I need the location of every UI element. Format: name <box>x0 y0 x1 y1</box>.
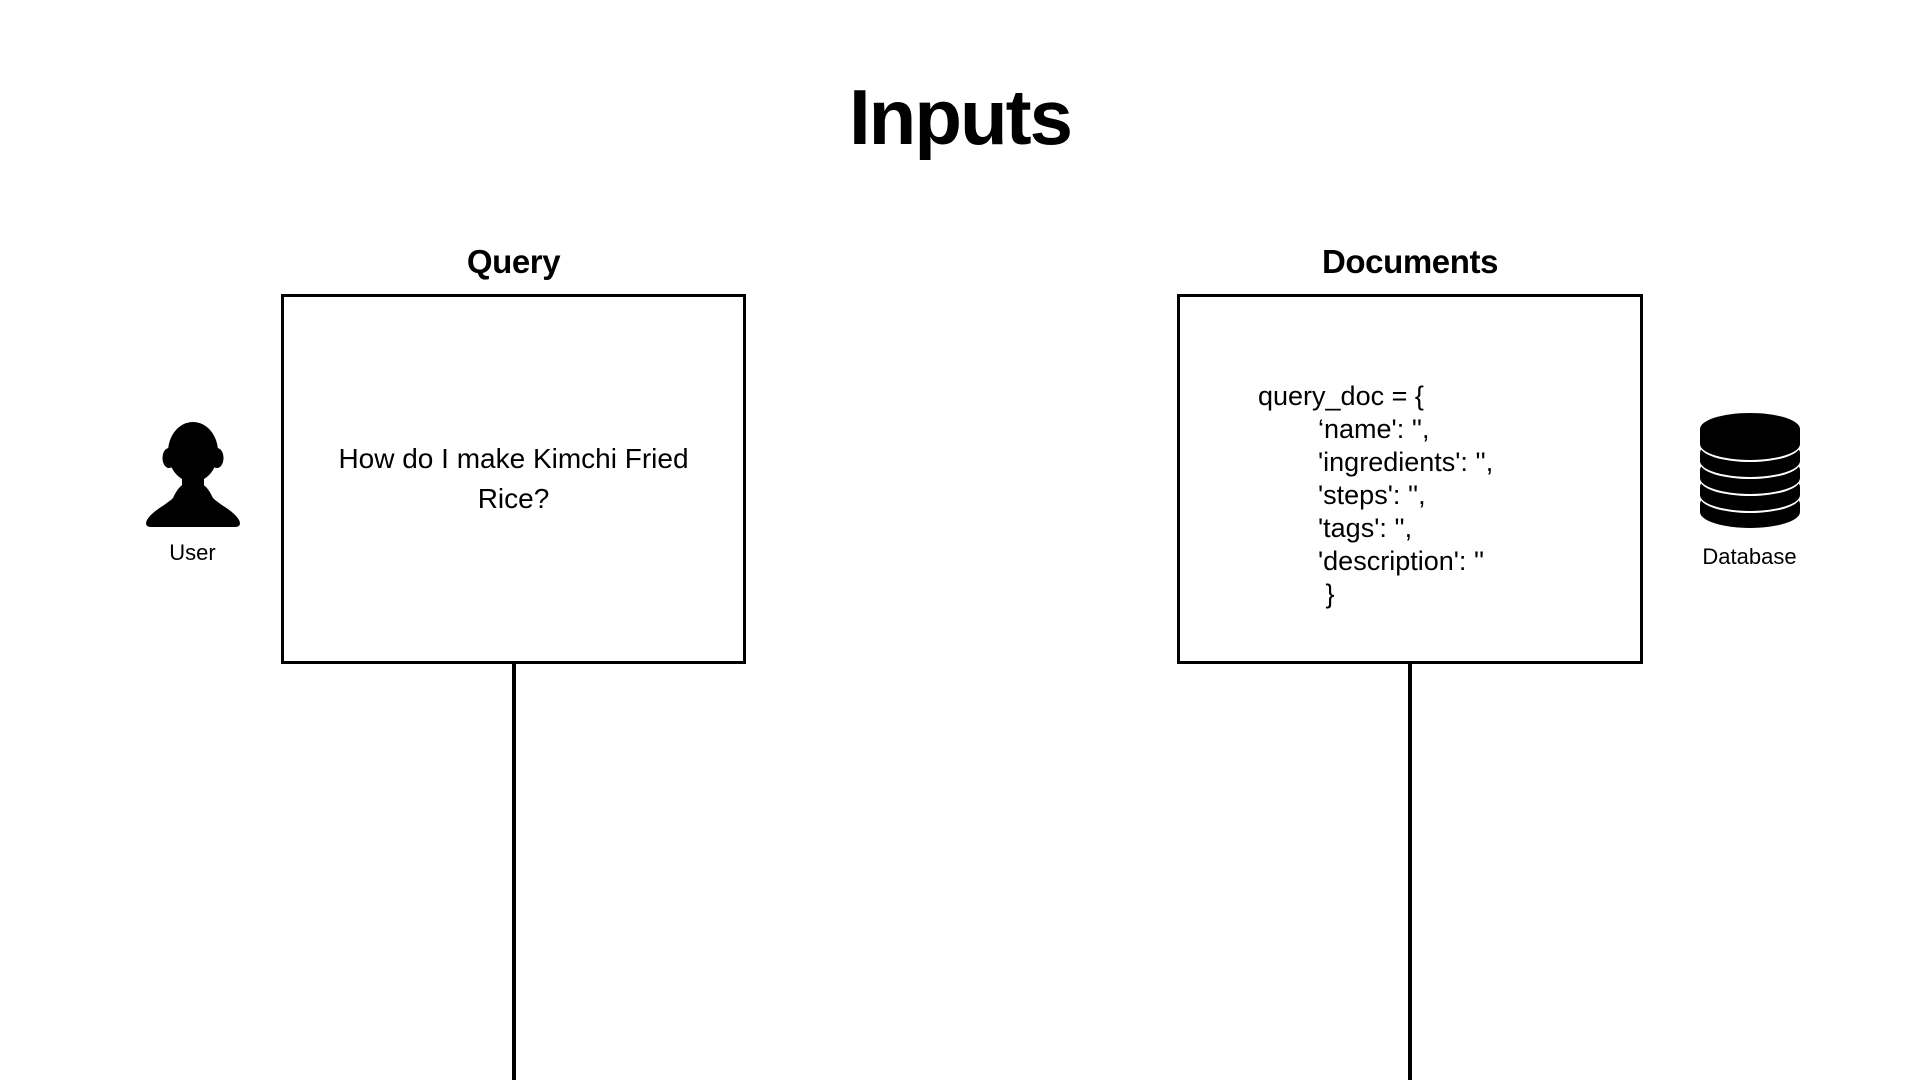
actor-database: Database <box>1672 412 1827 570</box>
actor-user: User <box>120 420 265 566</box>
connector-line-query <box>512 661 516 1080</box>
user-silhouette-icon <box>120 420 265 530</box>
actor-label-database: Database <box>1702 544 1797 569</box>
documents-box: query_doc = { ‘name': '', 'ingredients':… <box>1177 294 1643 664</box>
actor-label-user: User <box>169 540 216 565</box>
column-heading-query: Query <box>466 243 561 280</box>
database-stack-icon <box>1672 412 1827 534</box>
connector-line-documents <box>1408 661 1412 1080</box>
query-box: How do I make Kimchi Fried Rice? <box>281 294 746 664</box>
query-text: How do I make Kimchi Fried Rice? <box>338 443 689 514</box>
documents-code-text: query_doc = { ‘name': '', 'ingredients':… <box>1258 381 1494 609</box>
page-title: Inputs <box>849 73 1073 161</box>
column-heading-documents: Documents <box>1321 243 1499 280</box>
